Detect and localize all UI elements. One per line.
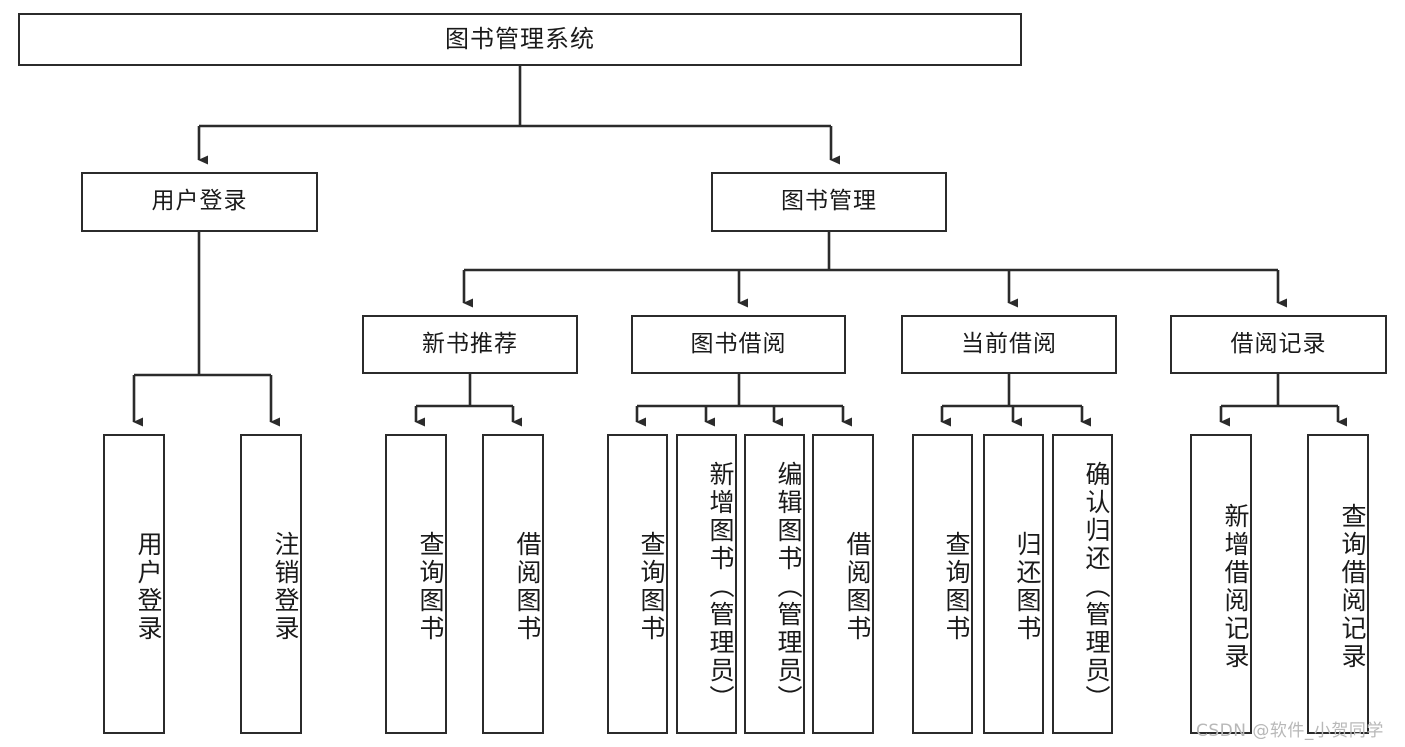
node-label: 查询图书 <box>942 531 971 643</box>
node-leaf-borrow-book[interactable]: 借阅图书 <box>812 434 874 734</box>
node-label: 查询图书 <box>637 531 666 643</box>
node-root-system[interactable]: 图书管理系统 <box>18 13 1022 66</box>
node-book-management[interactable]: 图书管理 <box>711 172 947 232</box>
node-label: 新增图书（管理员） <box>706 461 735 713</box>
node-user-login[interactable]: 用户登录 <box>81 172 318 232</box>
node-label: 新增借阅记录 <box>1221 503 1250 671</box>
node-label: 用户登录 <box>151 188 248 215</box>
node-leaf-query-borrow-record[interactable]: 查询借阅记录 <box>1307 434 1369 734</box>
node-leaf-borrow-book-rec[interactable]: 借阅图书 <box>482 434 544 734</box>
node-label: 借阅图书 <box>843 531 872 643</box>
node-leaf-query-book-cur[interactable]: 查询图书 <box>912 434 973 734</box>
node-label: 编辑图书（管理员） <box>774 461 803 713</box>
node-leaf-add-borrow-record[interactable]: 新增借阅记录 <box>1190 434 1252 734</box>
node-leaf-user-login[interactable]: 用户登录 <box>103 434 165 734</box>
node-label: 图书借阅 <box>690 330 787 357</box>
node-leaf-confirm-return[interactable]: 确认归还（管理员） <box>1052 434 1113 734</box>
node-label: 图书管理 <box>781 188 877 215</box>
node-label: 归还图书 <box>1013 531 1042 643</box>
node-leaf-add-book[interactable]: 新增图书（管理员） <box>676 434 737 734</box>
node-label: 查询借阅记录 <box>1338 503 1367 671</box>
node-label: 注销登录 <box>271 531 300 643</box>
node-label: 借阅图书 <box>513 531 542 643</box>
node-leaf-query-book-borrow[interactable]: 查询图书 <box>607 434 668 734</box>
node-borrow-record[interactable]: 借阅记录 <box>1170 315 1387 374</box>
node-leaf-edit-book[interactable]: 编辑图书（管理员） <box>744 434 805 734</box>
node-leaf-query-book-rec[interactable]: 查询图书 <box>385 434 447 734</box>
node-label: 新书推荐 <box>422 330 518 357</box>
node-leaf-logout[interactable]: 注销登录 <box>240 434 302 734</box>
node-label: 借阅记录 <box>1230 330 1327 357</box>
node-label: 图书管理系统 <box>445 25 595 54</box>
node-current-borrow[interactable]: 当前借阅 <box>901 315 1117 374</box>
csdn-watermark: CSDN @软件_小贺同学 <box>1196 721 1384 741</box>
node-label: 用户登录 <box>134 531 163 643</box>
node-label: 查询图书 <box>416 531 445 643</box>
node-new-book-recommend[interactable]: 新书推荐 <box>362 315 578 374</box>
node-label: 当前借阅 <box>961 330 1057 357</box>
node-leaf-return-book[interactable]: 归还图书 <box>983 434 1044 734</box>
node-book-borrow[interactable]: 图书借阅 <box>631 315 846 374</box>
node-label: 确认归还（管理员） <box>1082 461 1111 713</box>
